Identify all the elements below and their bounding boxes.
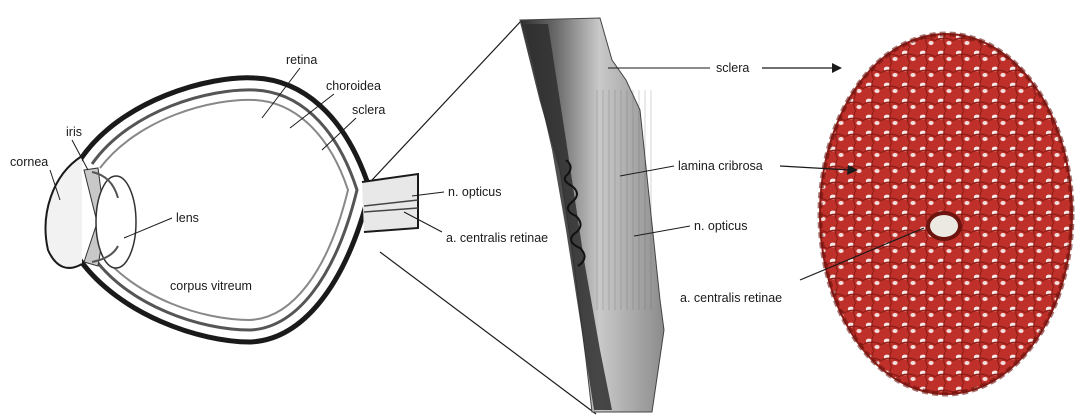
label-choroidea: choroidea — [326, 79, 381, 93]
arrowhead-sclera — [832, 63, 842, 73]
label-iris: iris — [66, 125, 82, 139]
label-lens: lens — [176, 211, 199, 225]
eye-diagram: cornea iris lens retina choroidea sclera… — [10, 53, 548, 342]
label-retina: retina — [286, 53, 317, 67]
zoom-line-top — [372, 20, 522, 180]
section-stripes — [596, 90, 652, 310]
label-a-centralis-section: a. centralis retinae — [680, 291, 782, 305]
lamina-cribrosa-render — [762, 34, 1072, 394]
label-n-opticus-eye: n. opticus — [448, 185, 502, 199]
label-corpus-vitreum: corpus vitreum — [170, 279, 252, 293]
zoom-line-bottom — [380, 252, 596, 414]
label-cornea: cornea — [10, 155, 48, 169]
label-n-opticus-section: n. opticus — [694, 219, 748, 233]
label-a-centralis-eye: a. centralis retinae — [446, 231, 548, 245]
central-vessel-hole — [928, 213, 960, 239]
histology-section: sclera lamina cribrosa n. opticus a. cen… — [520, 18, 782, 412]
label-sclera-section: sclera — [716, 61, 749, 75]
label-sclera-eye: sclera — [352, 103, 385, 117]
label-lamina-cribrosa: lamina cribrosa — [678, 159, 763, 173]
